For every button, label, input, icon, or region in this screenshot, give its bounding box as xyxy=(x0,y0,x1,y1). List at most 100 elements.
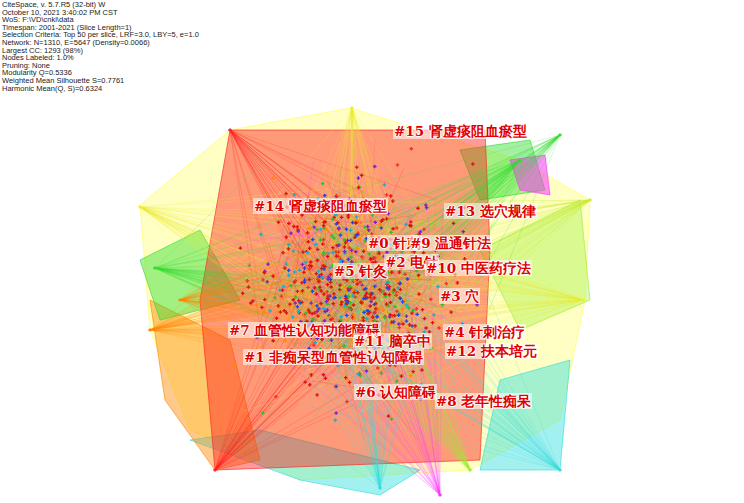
network-node xyxy=(407,306,411,310)
network-node xyxy=(387,287,391,291)
link-line xyxy=(230,130,399,294)
network-node xyxy=(324,376,328,380)
network-node xyxy=(390,417,394,421)
network-node xyxy=(331,317,335,321)
network-node xyxy=(296,290,300,294)
network-node xyxy=(411,370,415,374)
network-node xyxy=(349,229,353,233)
network-node xyxy=(345,305,349,309)
network-node xyxy=(213,468,217,472)
link-line xyxy=(322,255,440,495)
header-info: Timespan: 2001-2021 (Slice Length=1) xyxy=(2,24,132,32)
network-node xyxy=(298,301,302,305)
network-node xyxy=(321,242,325,246)
link-line xyxy=(338,200,590,432)
network-node xyxy=(401,307,405,311)
network-node xyxy=(153,266,157,270)
network-node xyxy=(293,301,297,305)
network-node xyxy=(351,294,355,298)
network-node xyxy=(326,252,330,256)
link-line xyxy=(346,361,470,470)
link-line xyxy=(282,241,305,310)
network-node xyxy=(301,250,305,254)
network-node xyxy=(138,205,142,209)
network-node xyxy=(273,296,277,300)
network-node xyxy=(302,314,306,318)
network-node xyxy=(397,282,401,286)
network-node xyxy=(311,290,315,294)
network-node xyxy=(308,278,312,282)
network-node xyxy=(518,158,522,162)
link-line xyxy=(325,237,440,495)
network-node xyxy=(315,272,319,276)
network-node xyxy=(359,300,363,304)
network-node xyxy=(285,262,289,266)
network-node xyxy=(304,261,308,265)
network-node xyxy=(333,418,337,422)
network-node xyxy=(352,303,356,307)
network-node xyxy=(397,270,401,274)
network-node xyxy=(374,307,378,311)
network-node xyxy=(326,283,330,287)
cluster-label: #4 针刺治疗 xyxy=(443,324,526,340)
link-line xyxy=(215,404,298,470)
network-node xyxy=(415,307,419,311)
network-node xyxy=(449,310,453,314)
network-node xyxy=(375,315,379,319)
network-node xyxy=(349,239,353,243)
network-node xyxy=(301,289,305,293)
network-node xyxy=(322,253,326,257)
network-node xyxy=(329,273,333,277)
network-node xyxy=(331,246,335,250)
network-node xyxy=(315,393,319,397)
network-node xyxy=(332,302,336,306)
network-node xyxy=(323,265,327,269)
network-node xyxy=(356,247,360,251)
network-node xyxy=(314,292,318,296)
network-node xyxy=(308,267,312,271)
header-info: October 10, 2021 3:40:02 PM CST xyxy=(2,9,117,17)
network-node xyxy=(308,264,312,268)
network-node xyxy=(389,231,393,235)
network-node xyxy=(368,304,372,308)
network-node xyxy=(323,220,327,224)
network-node xyxy=(318,285,322,289)
network-node xyxy=(298,269,302,273)
network-node xyxy=(292,249,296,253)
network-node xyxy=(355,215,359,219)
network-node xyxy=(437,326,441,330)
network-node xyxy=(410,147,414,151)
network-node xyxy=(355,282,359,286)
link-line xyxy=(310,220,352,226)
cluster-label: #14 肾虚痰阻血瘀型 xyxy=(253,198,388,214)
network-node xyxy=(329,281,333,285)
network-node xyxy=(360,174,364,178)
network-node xyxy=(400,374,404,378)
link-line xyxy=(343,290,560,470)
network-node xyxy=(405,303,409,307)
network-node xyxy=(385,217,389,221)
network-node xyxy=(390,270,394,274)
cluster-label: #9 温通针法 xyxy=(409,235,492,251)
network-node xyxy=(456,281,460,285)
network-node xyxy=(294,295,298,299)
network-node xyxy=(343,245,347,249)
network-node xyxy=(241,292,245,296)
header-info: Largest CC: 1293 (98%) xyxy=(2,47,83,55)
link-line xyxy=(311,385,338,421)
header-info: Weighted Mean Silhouette S=0.7761 xyxy=(2,77,124,85)
network-node xyxy=(348,307,352,311)
network-node xyxy=(356,372,360,376)
network-node xyxy=(438,493,442,497)
link-line xyxy=(329,282,378,327)
network-node xyxy=(311,304,315,308)
network-node xyxy=(315,304,319,308)
network-node xyxy=(246,279,250,283)
header-info: Pruning: None xyxy=(2,62,50,70)
link-line xyxy=(267,217,387,231)
network-node xyxy=(383,183,387,187)
cluster-label: #12 扶本培元 xyxy=(445,343,538,359)
link-line xyxy=(296,188,364,440)
network-node xyxy=(389,194,393,198)
